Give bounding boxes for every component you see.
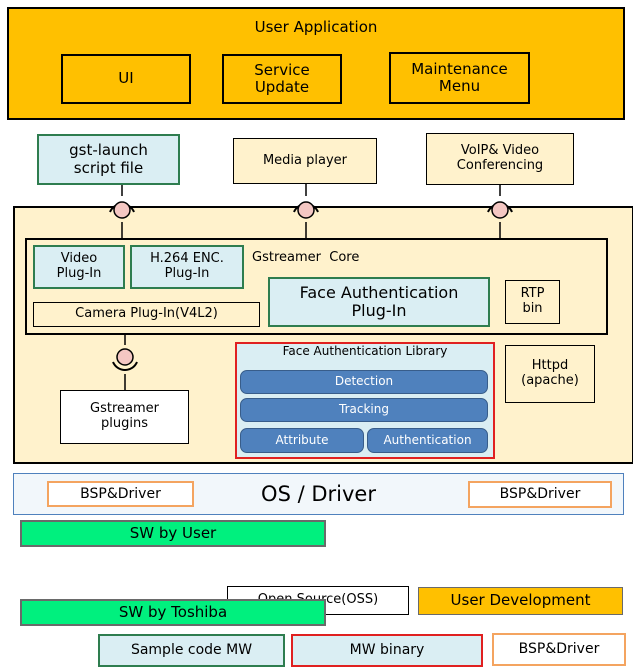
os-driver-label: OS / Driver [261, 481, 376, 506]
h264-plugin-line2: Plug-In [164, 266, 210, 281]
legend-mw-binary-label: MW binary [349, 642, 425, 659]
face-auth-plugin-box: Face Authentication Plug-In [268, 277, 490, 327]
camera-plugin-box: Camera Plug-In(V4L2) [33, 302, 260, 327]
legend-mw-binary: MW binary [291, 634, 483, 667]
media-player-box: Media player [233, 138, 377, 184]
gst-launch-box: gst-launch script file [37, 134, 180, 185]
tracking-label: Tracking [339, 402, 389, 417]
h264-plugin-box: H.264 ENC. Plug-In [130, 245, 244, 289]
video-plugin-line2: Plug-In [56, 266, 102, 281]
legend-bsp-driver: BSP&Driver [492, 633, 626, 666]
service-update-line1: Service [254, 60, 310, 79]
voip-line2: Conferencing [456, 158, 544, 173]
voip-line1: VoIP& Video [460, 143, 540, 159]
legend-bsp-driver-label: BSP&Driver [518, 641, 600, 658]
video-plugin-box: Video Plug-In [33, 245, 125, 289]
maintenance-menu-line2: Menu [438, 77, 481, 95]
legend-sw-by-user-label: SW by User [129, 523, 217, 542]
h264-plugin-line1: H.264 ENC. [150, 251, 224, 267]
legend-sw-by-user: SW by User [20, 520, 326, 547]
face-auth-plugin-line1: Face Authentication [299, 282, 459, 302]
maintenance-menu-box: Maintenance Menu [389, 52, 530, 104]
media-player-label: Media player [262, 152, 348, 168]
legend-sw-by-toshiba-label: SW by Toshiba [118, 602, 228, 621]
detection-block: Detection [240, 370, 488, 394]
gstreamer-plugins-line1: Gstreamer [90, 401, 159, 417]
maintenance-menu-line1: Maintenance [411, 59, 508, 78]
face-auth-plugin-line2: Plug-In [351, 301, 407, 320]
gst-launch-line1: gst-launch [69, 141, 148, 160]
authentication-block: Authentication [367, 428, 488, 453]
rtp-bin-box: RTP bin [505, 280, 560, 324]
rtp-bin-line2: bin [522, 301, 543, 316]
legend-sample-code: Sample code MW [98, 634, 285, 667]
gst-launch-line2: script file [73, 158, 144, 177]
gstreamer-plugins-box: Gstreamer plugins [60, 390, 189, 444]
user-application-title: User Application [254, 18, 378, 36]
legend-sample-code-label: Sample code MW [130, 642, 253, 659]
camera-plugin-label: Camera Plug-In(V4L2) [75, 306, 218, 322]
httpd-box: Httpd (apache) [505, 345, 595, 403]
legend-sw-by-toshiba: SW by Toshiba [20, 599, 326, 626]
bsp-driver-right: BSP&Driver [468, 481, 612, 508]
voip-box: VoIP& Video Conferencing [426, 133, 574, 185]
attribute-block: Attribute [240, 428, 364, 453]
attribute-label: Attribute [275, 432, 329, 447]
httpd-line2: (apache) [521, 373, 579, 388]
bsp-driver-left: BSP&Driver [47, 481, 194, 507]
face-auth-library-title: Face Authentication Library [282, 344, 448, 358]
video-plugin-line1: Video [60, 251, 98, 267]
ui-box: UI [61, 54, 191, 104]
tracking-block: Tracking [240, 398, 488, 422]
gstreamer-plugins-line2: plugins [101, 416, 148, 431]
httpd-line1: Httpd [531, 358, 569, 374]
bsp-driver-right-label: BSP&Driver [499, 486, 581, 503]
bsp-driver-left-label: BSP&Driver [80, 485, 161, 502]
rtp-bin-line1: RTP [520, 286, 545, 302]
service-update-line2: Update [254, 78, 310, 96]
detection-label: Detection [334, 374, 394, 389]
legend-user-development: User Development [418, 587, 623, 615]
service-update-box: Service Update [222, 54, 342, 104]
legend-user-development-label: User Development [450, 591, 591, 610]
gstreamer-core-label: Gstreamer Core [252, 250, 360, 265]
authentication-label: Authentication [383, 432, 472, 447]
ui-label: UI [118, 69, 134, 88]
